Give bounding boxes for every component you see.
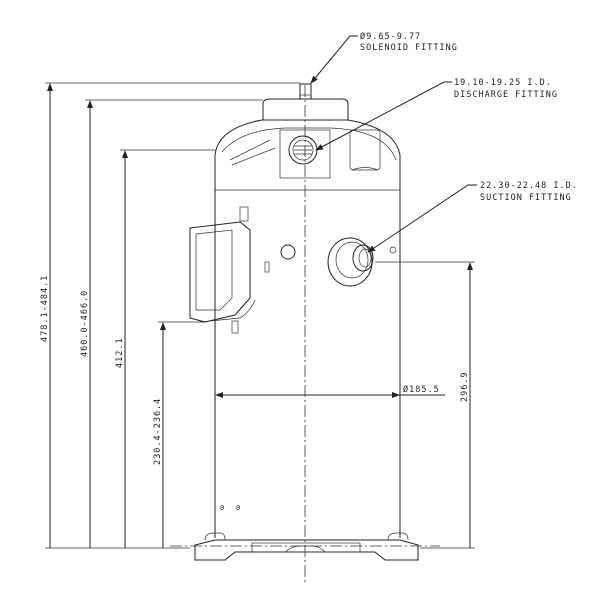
- diameter-dim: Ø185.5: [403, 384, 440, 395]
- mark-0: 0: [220, 504, 225, 512]
- suction-size-label: 22.30-22.48 I.D.: [480, 181, 578, 191]
- solenoid-fitting: [299, 83, 312, 100]
- solenoid-size-label: Ø9.65-9.77: [360, 31, 421, 42]
- suction-height-dim: 296.9: [460, 371, 470, 402]
- discharge-fitting: [288, 135, 318, 165]
- overall-height-dim: 478.1-484.1: [40, 275, 50, 342]
- dimension-lines: [47, 83, 473, 548]
- suction-name-label: SUCTION FITTING: [480, 193, 572, 203]
- leader-lines: [310, 35, 477, 253]
- terminal-box-height-dim: 230.4-236.4: [153, 398, 163, 465]
- discharge-name-label: DISCHARGE FITTING: [454, 90, 558, 100]
- terminal-box: [189, 206, 270, 334]
- discharge-size-label: 19.10-19.25 I.D.: [454, 78, 552, 88]
- suction-fitting: [327, 237, 397, 287]
- solenoid-name-label: SOLENOID FITTING: [360, 43, 458, 53]
- mark-0b: 0: [236, 504, 241, 512]
- mounting-base: [194, 532, 419, 561]
- port-circle: [280, 244, 296, 260]
- compressor-body: [214, 98, 401, 538]
- shoulder-height-dim: 412.1: [115, 337, 125, 368]
- body-height-dim: 460.0-466.0: [80, 290, 90, 357]
- extension-lines: [45, 82, 475, 549]
